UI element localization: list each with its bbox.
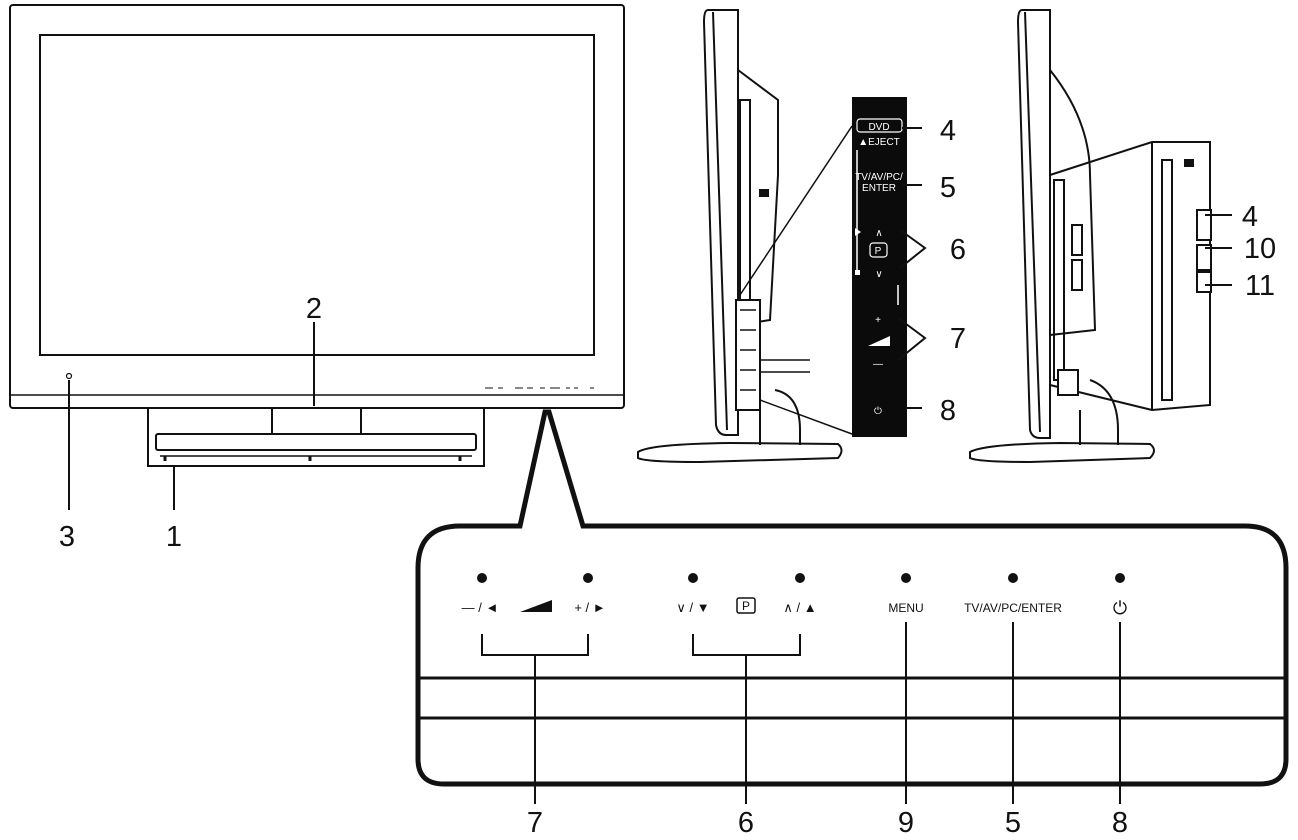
dvd-slot <box>739 99 751 311</box>
callout-5-side: 5 <box>940 172 956 204</box>
dvd-button <box>856 118 903 133</box>
callout-7-bottom: 7 <box>527 807 543 839</box>
callout-6-bottom: 6 <box>738 807 754 839</box>
tv-bezel <box>9 4 625 409</box>
front-leaders <box>68 322 315 510</box>
callout-11-right: 11 <box>1245 270 1275 302</box>
right-side-view <box>969 9 1212 464</box>
right-back-housing <box>1049 69 1097 336</box>
label-tvav: TV/AV/PC/ENTER <box>964 601 1062 615</box>
dot-vol-plus <box>583 573 593 583</box>
side-dvd-label: DVD <box>868 122 889 133</box>
power-symbol-icon: ⏻ <box>1113 598 1127 618</box>
dot-ch-up <box>795 573 805 583</box>
right-leaders <box>1205 214 1232 286</box>
label-vol-minus: — / ◄ <box>462 600 499 615</box>
panel-leaders <box>481 622 1121 804</box>
callout-9-bottom: 9 <box>898 807 914 839</box>
right-button-bot <box>1196 271 1212 293</box>
side-tvav-label-1: TV/AV/PC/ <box>855 172 903 183</box>
side-back-housing <box>737 69 779 326</box>
dot-ch-down <box>688 573 698 583</box>
tv-screen <box>39 34 595 356</box>
side-leaders <box>897 127 927 409</box>
label-ch-up: ∧ / ▲ <box>783 600 816 615</box>
callout-10-right: 10 <box>1244 233 1276 265</box>
callout-5-bottom: 5 <box>1005 807 1021 839</box>
right-button-top <box>1196 209 1212 241</box>
power-socket <box>1057 369 1079 396</box>
callout-8-side: 8 <box>940 395 956 427</box>
side-stand-base <box>637 441 843 464</box>
stand-base <box>147 407 485 467</box>
callout-4-right: 4 <box>1242 201 1258 233</box>
right-stand-base <box>969 441 1155 464</box>
stand-plate <box>155 433 477 451</box>
control-dots <box>477 573 1125 583</box>
side-bezel <box>702 9 739 436</box>
side-connector-block <box>735 299 761 411</box>
side-volume-wedge-icon <box>868 336 890 346</box>
side-control-strip <box>852 97 907 437</box>
side-p-icon: P <box>875 246 882 257</box>
dot-vol-minus <box>477 573 487 583</box>
label-ch-down: ∨ / ▼ <box>676 600 709 615</box>
side-eject-label: ▲EJECT <box>858 137 900 148</box>
right-stand <box>1079 379 1119 445</box>
side-ch-up-icon: ∧ <box>875 228 882 239</box>
volume-wedge-icon <box>520 600 552 612</box>
dot-tvav <box>1008 573 1018 583</box>
side-power-icon: ⏻ <box>874 406 882 417</box>
side-tvav-label-2: ENTER <box>862 183 896 194</box>
callout-6-side: 6 <box>950 234 966 266</box>
callout-4-side: 4 <box>940 115 956 147</box>
label-menu: MENU <box>888 601 923 615</box>
left-side-view <box>637 9 853 464</box>
dot-menu <box>901 573 911 583</box>
dot-power <box>1115 573 1125 583</box>
callout-8-bottom: 8 <box>1112 807 1128 839</box>
stand-neck <box>271 408 362 434</box>
label-p: P <box>742 599 750 613</box>
callout-2: 2 <box>306 293 322 325</box>
right-bezel <box>1016 9 1051 439</box>
zoom-bubble <box>415 409 1289 787</box>
power-indicator-led <box>65 372 73 380</box>
side-ch-down-icon: ∨ <box>875 269 882 280</box>
side-stand <box>759 389 801 445</box>
label-vol-plus: + / ► <box>574 600 605 615</box>
callout-1: 1 <box>166 521 182 553</box>
right-button-mid <box>1196 244 1212 271</box>
callout-7-side: 7 <box>950 323 966 355</box>
front-view <box>9 4 625 467</box>
side-vol-minus-icon: — <box>873 359 883 370</box>
callout-3: 3 <box>59 521 75 553</box>
p-box-icon <box>736 597 756 614</box>
side-vol-plus-icon: + <box>875 315 881 326</box>
